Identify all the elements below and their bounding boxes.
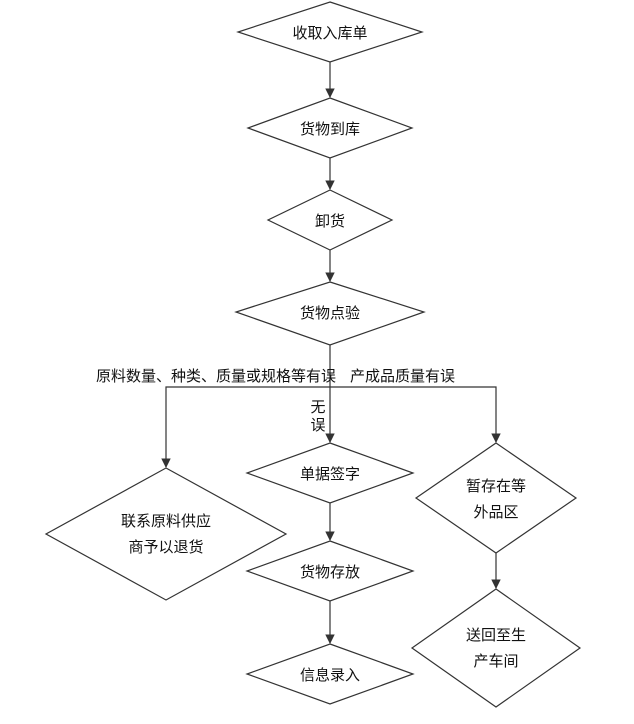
node-contact-supplier-shape <box>44 467 288 601</box>
node-unload-label: 卸货 <box>315 212 345 230</box>
node-return-label-line2: 产车间 <box>473 652 518 670</box>
node-record-shape <box>245 643 415 705</box>
node-temp-store-label-line1: 暂存在等 <box>466 477 526 495</box>
node-receipt-label: 收取入库单 <box>292 24 367 42</box>
edge-label-product-quality-error: 产成品质量有误 <box>350 367 455 385</box>
node-sign-label: 单据签字 <box>300 465 360 483</box>
node-record-label: 信息录入 <box>300 666 360 684</box>
edge-label-raw-material-error: 原料数量、种类、质量或规格等有误 <box>96 367 336 385</box>
node-return-shape <box>410 588 582 708</box>
node-inspect-label: 货物点验 <box>300 304 360 322</box>
node-temp-store-label-line2: 外品区 <box>473 503 518 521</box>
node-contact-supplier-label-line2: 商予以退货 <box>128 538 203 556</box>
edge-inspect-to-contact-supplier <box>161 386 330 468</box>
edge-inspect-to-temp-store <box>330 386 501 443</box>
node-store-label: 货物存放 <box>300 563 360 581</box>
edge-label-no-error-line2: 误 <box>310 416 325 434</box>
node-temp-store-shape <box>414 442 578 554</box>
node-contact-supplier-label-line1: 联系原料供应 <box>121 512 211 530</box>
edge-label-no-error-line1: 无 <box>310 398 325 416</box>
node-return-label-line1: 送回至生 <box>466 626 526 644</box>
node-arrival-label: 货物到库 <box>300 120 360 138</box>
